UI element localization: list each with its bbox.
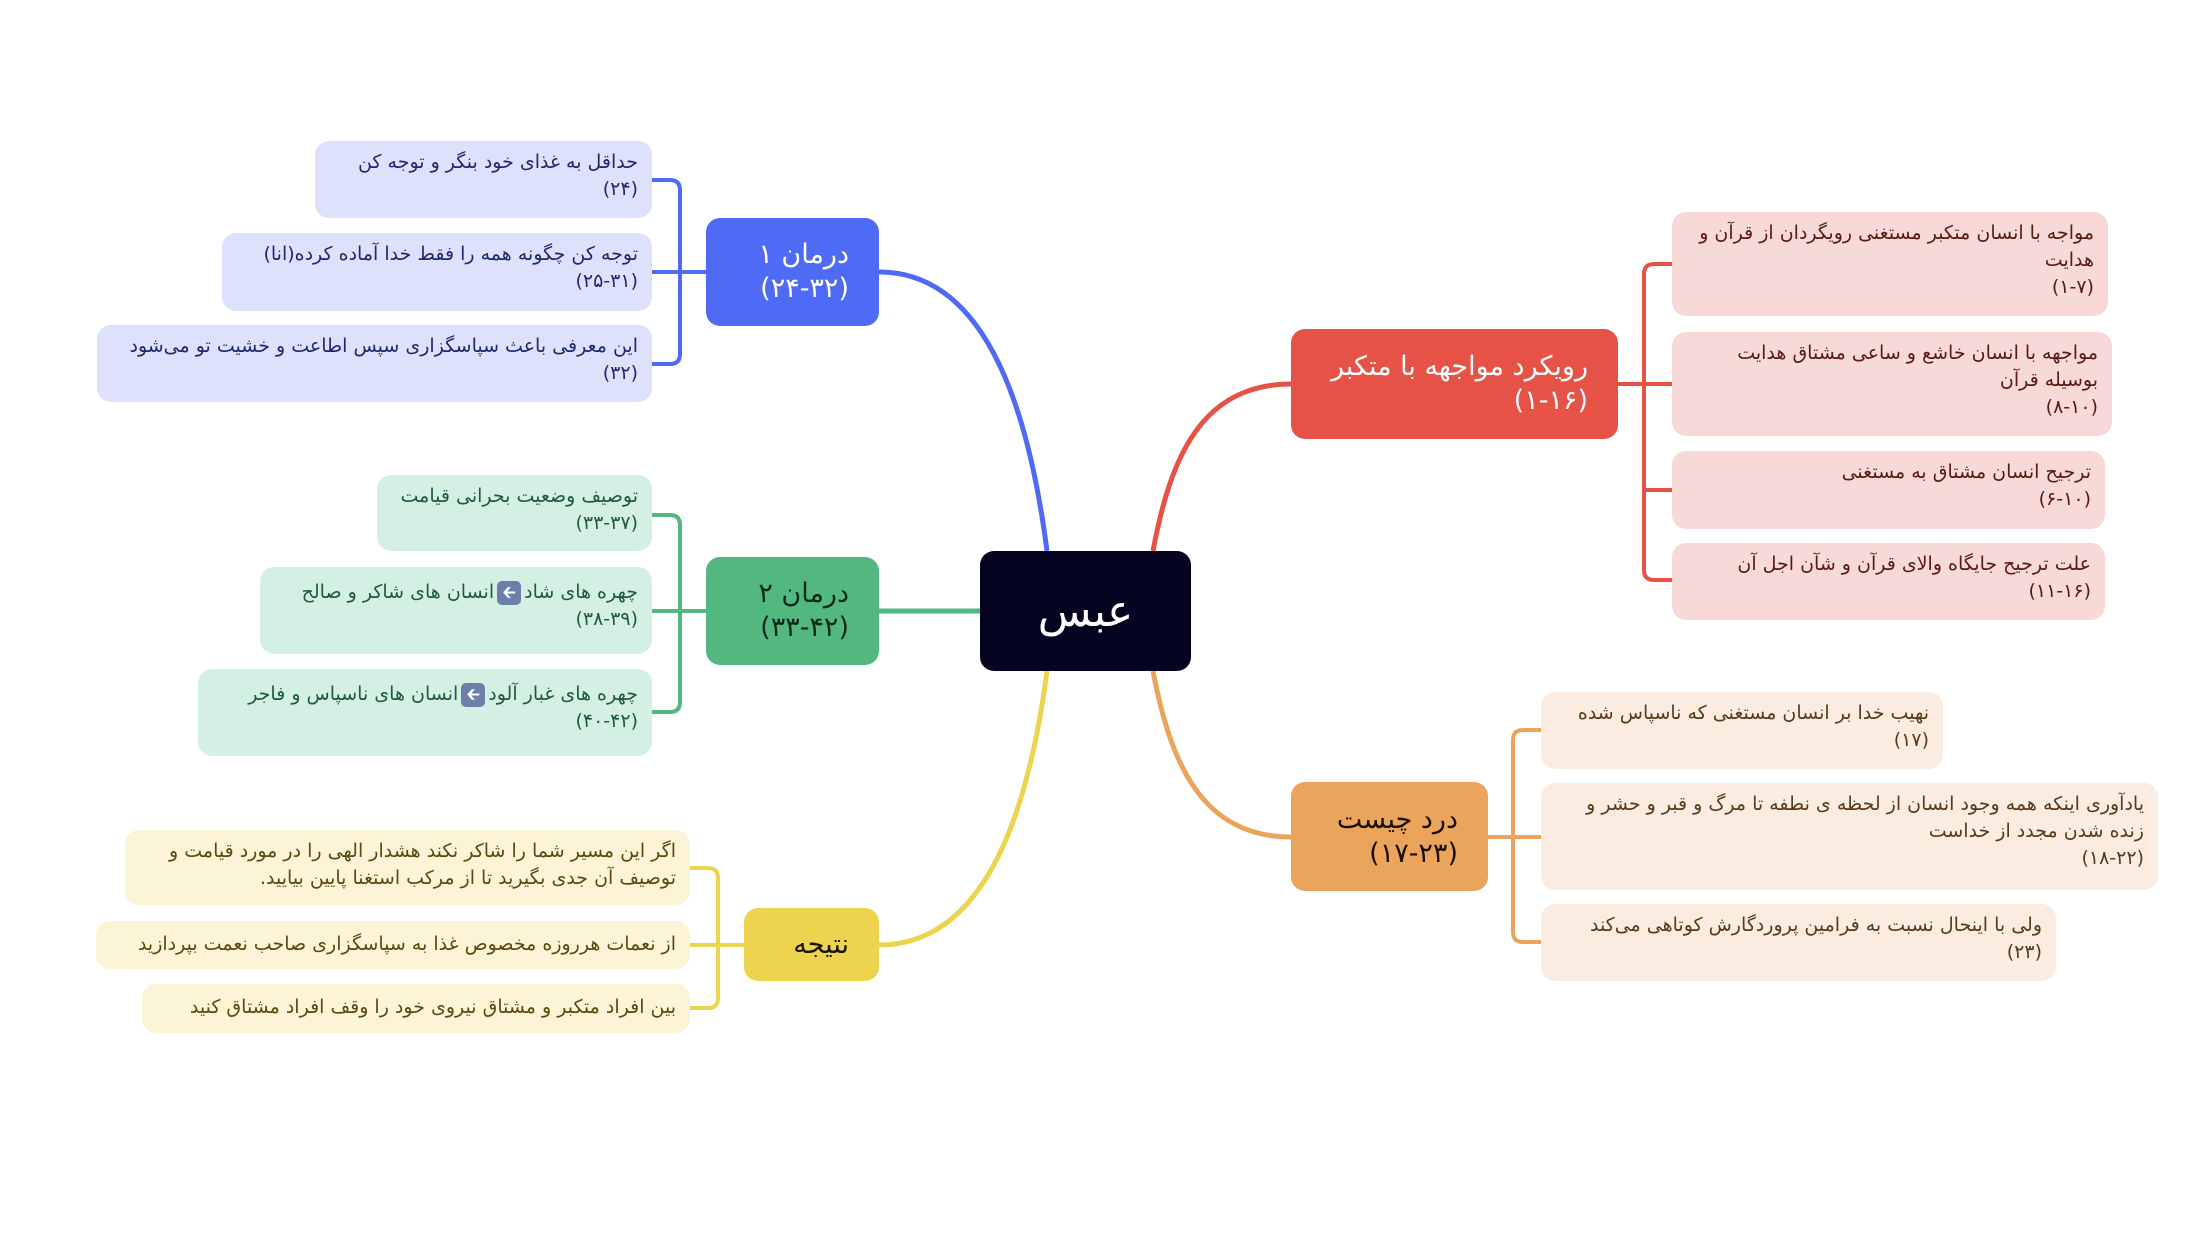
subtopic[interactable]: چهره های غبار آلود🡰انسان های ناسپاس و فا… <box>198 669 652 756</box>
subtopic[interactable]: نهیب خدا بر انسان مستغنی که ناسپاس شده (۱… <box>1541 692 1943 769</box>
subtopic[interactable]: یادآوری اینکه همه وجود انسان از لحظه ی ن… <box>1541 783 2158 890</box>
green-bracket <box>652 513 706 714</box>
subtopic-text-b: انسان های شاکر و صالح <box>301 581 495 603</box>
subtopic[interactable]: علت ترجیح جایگاه والای قرآن و شآن اجل آن… <box>1672 543 2105 620</box>
subtopic-text: چهره های غبار آلود🡰انسان های ناسپاس و فا… <box>212 681 638 708</box>
central-topic-label: عبس <box>1037 585 1134 637</box>
subtopic[interactable]: از نعمات هرروزه مخصوص غذا به سپاسگزاری ص… <box>96 921 690 969</box>
subtopic-text: بین افراد متکبر و مشتاق نیروی خود را وقف… <box>189 996 676 1018</box>
subtopic[interactable]: بین افراد متکبر و مشتاق نیروی خود را وقف… <box>142 984 690 1033</box>
subtopic-text: ولی با اینحال نسبت به فرامین پروردگارش ک… <box>1589 914 2042 936</box>
subtopic[interactable]: این معرفی باعث سپاسگزاری سپس اطاعت و خشی… <box>97 325 652 402</box>
subtopic-text: یادآوری اینکه همه وجود انسان از لحظه ی ن… <box>1586 793 2144 842</box>
subtopic-text: این معرفی باعث سپاسگزاری سپس اطاعت و خشی… <box>129 335 638 357</box>
subtopic-text: نهیب خدا بر انسان مستغنی که ناسپاس شده <box>1577 702 1929 724</box>
subtopic-text: توصیف وضعیت بحرانی قیامت <box>400 485 639 507</box>
link-center-yellow <box>878 670 1050 948</box>
link-center-blue <box>878 269 1050 552</box>
blue-bracket <box>652 178 706 366</box>
subtopic-text-a: چهره های شاد <box>524 581 638 603</box>
subtopic-ref: (۲۵-۳۱) <box>575 270 638 292</box>
topic-darman2[interactable]: درمان ۲(۳۳-۴۲) <box>706 557 879 665</box>
subtopic-ref: (۳۲) <box>602 362 638 384</box>
link-center-red <box>1150 381 1292 552</box>
subtopic[interactable]: ترجیح انسان مشتاق به مستغنی (۶-۱۰) <box>1672 451 2105 529</box>
topic-title: درمان ۱ <box>758 239 849 270</box>
subtopic-text-a: چهره های غبار آلود <box>488 683 638 705</box>
subtopic-text: توجه کن چگونه همه را فقط خدا آماده کرده(… <box>263 243 638 265</box>
subtopic-text: چهره های شاد🡰انسان های شاکر و صالح <box>274 579 638 606</box>
subtopic-ref: (۱۸-۲۲) <box>2081 847 2144 869</box>
topic-ref: (۲۴-۳۲) <box>760 273 849 304</box>
subtopic-ref: (۳۳-۳۷) <box>575 512 638 534</box>
topic-ref: (۱۷-۲۳) <box>1369 837 1458 869</box>
topic-darman1[interactable]: درمان ۱(۲۴-۳۲) <box>706 218 879 326</box>
link-center-orange <box>1150 670 1292 840</box>
yellow-bracket <box>690 866 744 1010</box>
subtopic[interactable]: توصیف وضعیت بحرانی قیامت (۳۳-۳۷) <box>377 475 652 551</box>
subtopic-text: ترجیح انسان مشتاق به مستغنی <box>1841 461 2091 483</box>
subtopic-text: از نعمات هرروزه مخصوص غذا به سپاسگزاری ص… <box>137 932 676 955</box>
subtopic-ref: (۸-۱۰) <box>2045 396 2098 418</box>
subtopic-ref: (۲۳) <box>2006 941 2042 963</box>
subtopic[interactable]: توجه کن چگونه همه را فقط خدا آماده کرده(… <box>222 233 652 311</box>
subtopic[interactable]: حداقل به غذای خود بنگر و توجه کن (۲۴) <box>315 141 652 218</box>
central-topic[interactable]: عبس <box>980 551 1191 671</box>
subtopic-text-b: انسان های ناسپاس و فاجر <box>248 683 459 705</box>
subtopic-text: علت ترجیح جایگاه والای قرآن و شآن اجل آن <box>1737 553 2091 575</box>
topic-ref: (۳۳-۴۲) <box>760 612 849 643</box>
subtopic-text: حداقل به غذای خود بنگر و توجه کن <box>357 151 638 173</box>
subtopic-ref: (۳۸-۳۹) <box>575 608 638 630</box>
subtopic[interactable]: اگر این مسیر شما را شاکر نکند هشدار الهی… <box>125 830 690 905</box>
subtopic-ref: (۶-۱۰) <box>2038 488 2091 510</box>
topic-natije[interactable]: نتیجه <box>744 908 879 981</box>
left-arrow-icon: 🡰 <box>461 682 486 707</box>
topic-title: درمان ۲ <box>758 578 849 609</box>
subtopic-ref: (۱-۷) <box>2051 276 2094 298</box>
subtopic[interactable]: ولی با اینحال نسبت به فرامین پروردگارش ک… <box>1541 904 2056 981</box>
subtopic-ref: (۱۱-۱۶) <box>2028 580 2091 602</box>
subtopic-ref: (۱۷) <box>1893 729 1929 751</box>
subtopic-ref: (۲۴) <box>602 178 638 200</box>
topic-ref: (۱-۱۶) <box>1513 385 1588 416</box>
orange-bracket <box>1488 728 1541 944</box>
left-arrow-icon: 🡰 <box>497 580 522 605</box>
topic-title: نتیجه <box>793 928 849 960</box>
subtopic[interactable]: مواجه با انسان متکبر مستغنی رویگردان از … <box>1672 212 2108 316</box>
subtopic-text: مواجه با انسان متکبر مستغنی رویگردان از … <box>1699 222 2094 271</box>
topic-title: رویکرد مواجهه با متکبر <box>1330 351 1588 382</box>
subtopic[interactable]: مواجهه با انسان خاشع و ساعی مشتاق هدایت … <box>1672 332 2112 436</box>
subtopic-text: اگر این مسیر شما را شاکر نکند هشدار الهی… <box>169 840 676 889</box>
topic-rouykard[interactable]: رویکرد مواجهه با متکبر(۱-۱۶) <box>1291 329 1618 439</box>
topic-title: درد چیست <box>1336 803 1458 835</box>
topic-dard[interactable]: درد چیست(۱۷-۲۳) <box>1291 782 1488 891</box>
red-bracket <box>1618 262 1672 582</box>
subtopic-text: مواجهه با انسان خاشع و ساعی مشتاق هدایت … <box>1737 342 2098 391</box>
subtopic-ref: (۴۰-۴۲) <box>575 710 638 732</box>
subtopic[interactable]: چهره های شاد🡰انسان های شاکر و صالح(۳۸-۳۹… <box>260 567 652 654</box>
